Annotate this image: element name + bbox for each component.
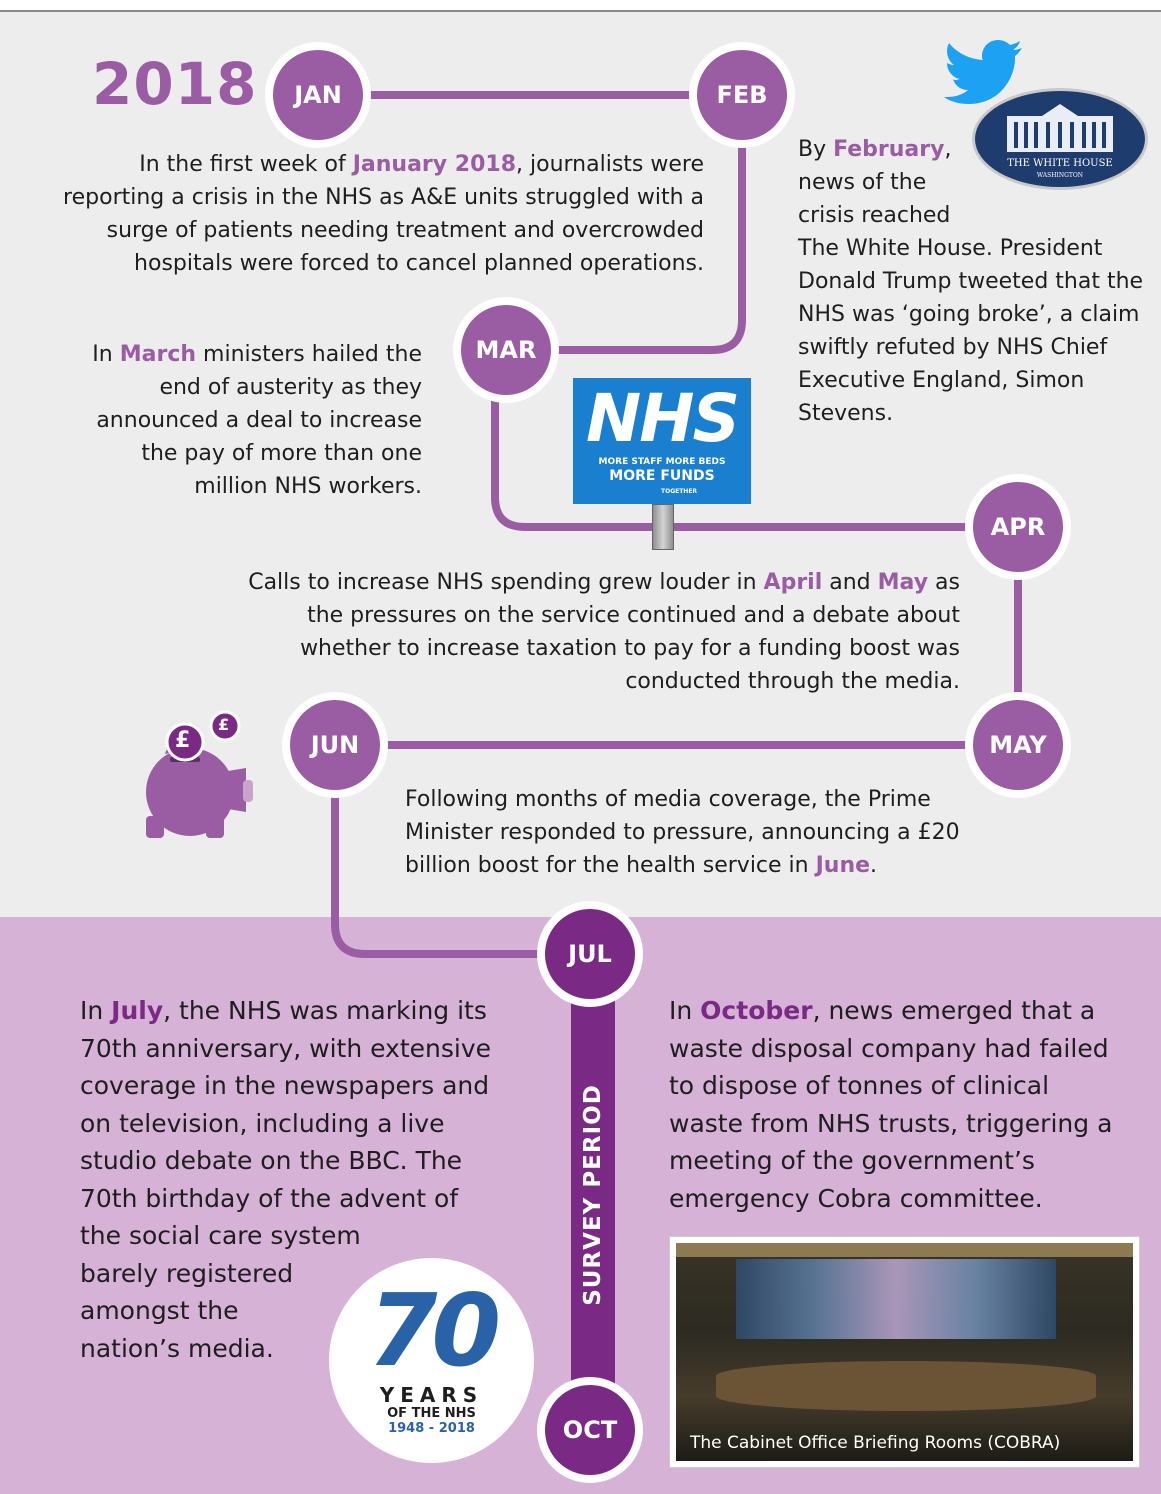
timeline-segment-mar-apr (491, 346, 1022, 531)
highlight-april: April (763, 570, 823, 595)
month-node-mar: MAR (453, 297, 559, 403)
pound-coin-symbol: £ (175, 728, 191, 753)
highlight-july: July (111, 996, 164, 1025)
timeline-segment-feb-mar (502, 91, 746, 354)
june-paragraph: Following months of media coverage, the … (405, 787, 960, 878)
month-label: APR (990, 513, 1046, 541)
month-label: FEB (716, 81, 768, 109)
top-band (0, 0, 1161, 12)
month-label: JUL (568, 940, 612, 968)
ceiling-light (676, 1243, 1133, 1257)
badge-date-range: 1948 - 2018 (388, 1421, 475, 1436)
piggy-bank-icon: £ £ (130, 708, 255, 840)
month-node-may: MAY (965, 692, 1071, 798)
highlight-may: May (877, 570, 929, 595)
highlight-february: February (833, 137, 945, 162)
highlight-march: March (119, 342, 197, 367)
month-label: JUN (310, 731, 360, 759)
video-wall (736, 1259, 1056, 1339)
october-paragraph: In October, news emerged that a waste di… (669, 996, 1113, 1213)
white-house-seal-line2: WASHINGTON (1036, 172, 1084, 179)
photo-caption: The Cabinet Office Briefing Rooms (COBRA… (690, 1433, 1061, 1453)
highlight-january: January 2018 (352, 152, 517, 177)
survey-period-bar (571, 960, 615, 1400)
month-node-feb: FEB (689, 42, 795, 148)
month-node-apr: APR (965, 474, 1071, 580)
nhs-placard-footer: TOGETHER (661, 488, 698, 495)
white-house-seal: THE WHITE HOUSE WASHINGTON (972, 88, 1148, 190)
conference-table (716, 1361, 1096, 1411)
march-paragraph: In March ministers hailed the end of aus… (92, 342, 422, 499)
survey-period-label: SURVEY PERIOD (580, 1084, 606, 1306)
february-paragraph: By February, news of the crisis reached … (798, 137, 1144, 426)
january-paragraph: In the first week of January 2018, journ… (63, 152, 704, 276)
white-house-seal-line1: THE WHITE HOUSE (1007, 158, 1113, 169)
cobra-photo-image: The Cabinet Office Briefing Rooms (COBRA… (676, 1243, 1133, 1461)
highlight-october: October (700, 996, 813, 1025)
nhs-70-years-badge: 70 YEARS OF THE NHS 1948 - 2018 (329, 1258, 534, 1463)
nhs-placard: NHS MORE STAFF MORE BEDS MORE FUNDS TOGE… (573, 378, 751, 504)
timeline-segment-jun-jul (331, 741, 594, 958)
month-label: OCT (562, 1416, 618, 1444)
pound-coin-symbol: £ (218, 715, 230, 734)
month-node-jun: JUN (282, 692, 388, 798)
badge-years: YEARS (379, 1383, 484, 1407)
month-node-oct: OCT (537, 1377, 643, 1483)
highlight-june: June (815, 853, 871, 878)
nhs-placard-line2: MORE FUNDS (609, 468, 715, 484)
month-node-jan: JAN (265, 42, 371, 148)
twitter-bird-icon (944, 40, 1024, 106)
july-paragraph: In July, the NHS was marking its 70th an… (80, 996, 492, 1363)
nhs-logo-text: NHS (585, 380, 740, 457)
placard-post (652, 504, 674, 550)
nhs-placard-line1: MORE STAFF MORE BEDS (598, 457, 726, 467)
cobra-photo: The Cabinet Office Briefing Rooms (COBRA… (669, 1236, 1140, 1468)
year-heading: 2018 (92, 50, 258, 118)
month-label: JAN (294, 81, 342, 109)
badge-of-the-nhs: OF THE NHS (387, 1406, 476, 1421)
white-house-icon (1007, 104, 1113, 152)
badge-number: 70 (367, 1272, 501, 1389)
month-label: MAR (475, 336, 537, 364)
month-node-jul: JUL (537, 901, 643, 1007)
month-label: MAY (989, 731, 1047, 759)
top-rule (0, 10, 1161, 12)
april-may-paragraph: Calls to increase NHS spending grew loud… (248, 570, 960, 694)
